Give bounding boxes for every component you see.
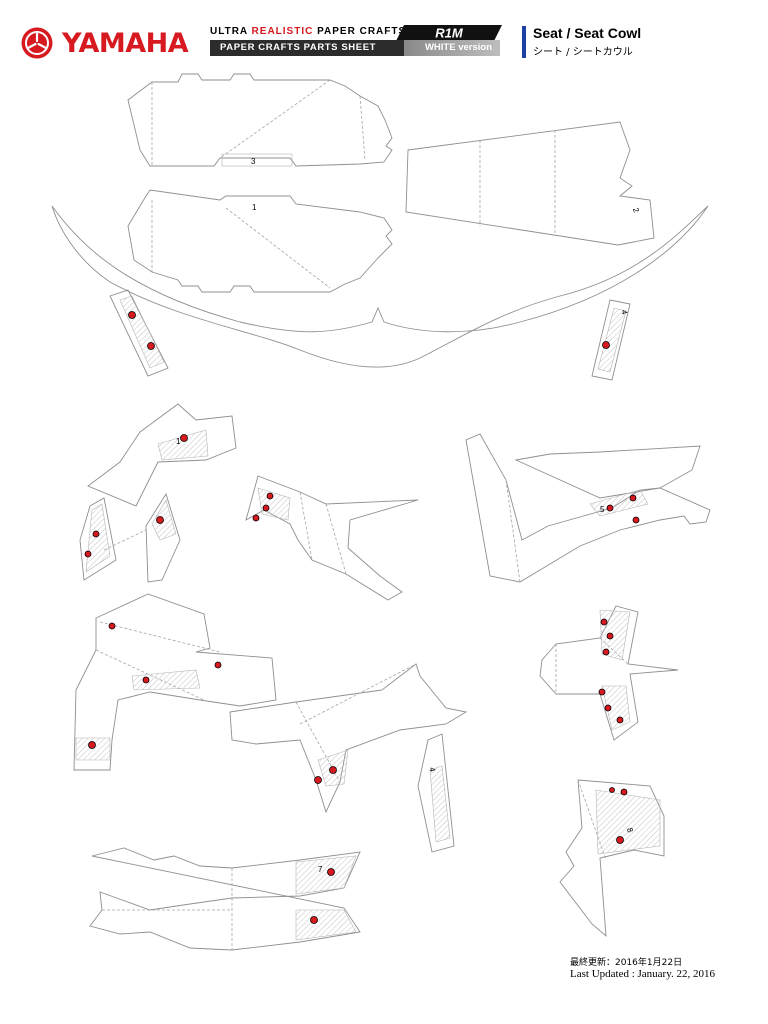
yamaha-logo: YAMAHA (20, 26, 189, 60)
part-label-4: 4 (619, 309, 629, 315)
part-center-bracket (245, 475, 419, 601)
part-label-1: 1 (252, 203, 257, 212)
page-title: Seat / Seat Cowl (533, 25, 642, 41)
parts-sheet-bar: PAPER CRAFTS PARTS SHEET WHITE version (210, 40, 500, 56)
title-accent (522, 26, 526, 58)
part-1-seat-panel: 1 (127, 189, 393, 293)
right-glue-tab: 4 (591, 299, 631, 381)
part-right-tail (539, 605, 679, 741)
page-title-jp: シート / シートカウル (533, 47, 633, 58)
part-label-5: 5 (600, 505, 605, 514)
part-label-3: 3 (251, 157, 256, 166)
series-subtitle: ULTRA REALISTIC PAPER CRAFTS (210, 26, 406, 37)
part-2-seat-top: 2 (405, 121, 655, 246)
updated-date: Last Updated : January. 22, 2016 (570, 968, 716, 980)
part-5-cowl-side: 5 (465, 433, 711, 583)
tuning-fork-emblem-icon (21, 27, 53, 59)
part-8-cowl-corner: 8 (559, 779, 665, 938)
subtitle-highlight: REALISTIC (251, 26, 314, 37)
part-1-side-bracket: 1 (79, 403, 237, 583)
version-label: WHITE version (424, 42, 492, 53)
version-badge (404, 40, 500, 56)
part-lower-left-bracket (73, 593, 468, 814)
sheet-header: YAMAHA ULTRA REALISTIC PAPER CRAFTS R1M … (0, 0, 768, 62)
model-logo: R1M (396, 25, 502, 41)
seat-cowl-arc (51, 205, 709, 368)
part-3-seat-panel: 3 (127, 73, 393, 167)
part-label-1b: 1 (176, 437, 181, 446)
part-label-4b: 4 (427, 766, 437, 772)
model-name: R1M (435, 26, 464, 41)
updated-date-jp: 最終更新：2016年1月22日 (570, 958, 683, 968)
part-label-8: 8 (625, 827, 635, 835)
part-4-strip: 4 (417, 733, 455, 853)
brand-name: YAMAHA (62, 27, 189, 59)
subtitle-rest: PAPER CRAFTS (313, 26, 407, 37)
subtitle-prefix: ULTRA (210, 26, 252, 37)
left-glue-tab (109, 289, 169, 377)
part-7-seat-base: 7 (89, 847, 361, 951)
part-label-7: 7 (318, 865, 323, 874)
parts-sheet-label: PAPER CRAFTS PARTS SHEET (220, 42, 377, 53)
part-label-2: 2 (631, 207, 641, 215)
